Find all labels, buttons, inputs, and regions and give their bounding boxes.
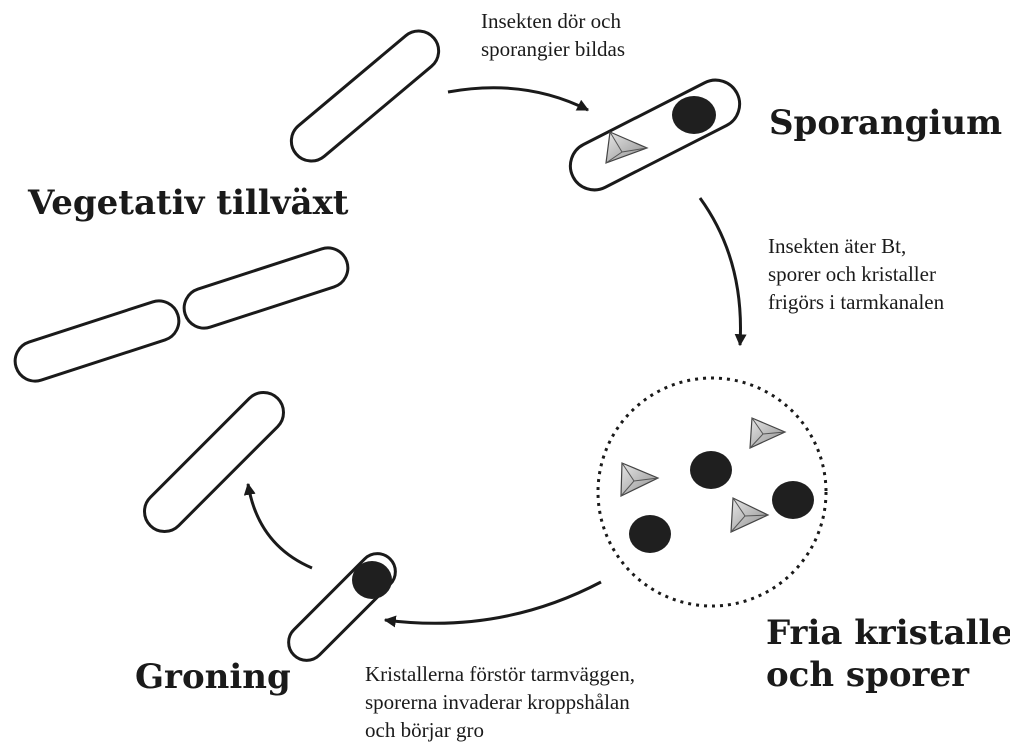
new-vegetative-cell: [136, 384, 292, 540]
transition-label-ingestion: Insekten äter Bt, sporer och kristaller …: [768, 232, 944, 316]
free-spore: [772, 481, 814, 519]
arrow-to-sporangium: [448, 88, 588, 110]
stage-label-vegetative: Vegetativ tillväxt: [28, 186, 348, 220]
gut-free-crystals-spores: [598, 378, 826, 606]
sporangium-crystal: [606, 132, 647, 163]
transition-label-death: Insekten dör och sporangier bildas: [481, 7, 625, 63]
stage-label-free-line1: Fria kristaller: [766, 612, 1010, 654]
transition-death-line2: sporangier bildas: [481, 35, 625, 63]
transition-invasion-line1: Kristallerna förstör tarmväggen,: [365, 660, 635, 688]
transition-ingestion-line1: Insekten äter Bt,: [768, 232, 944, 260]
free-spore: [629, 515, 671, 553]
arrow-to-gut: [700, 198, 741, 345]
stage-label-free-line2: och sporer: [766, 654, 1010, 696]
free-crystal: [621, 463, 658, 496]
free-crystal: [750, 418, 785, 448]
free-crystal: [731, 498, 768, 532]
stage-label-germination: Groning: [135, 660, 291, 694]
transition-death-line1: Insekten dör och: [481, 7, 625, 35]
vegetative-cell-top: [283, 23, 447, 169]
free-spore: [690, 451, 732, 489]
stage-label-sporangium: Sporangium: [769, 106, 1002, 140]
arrow-to-germination: [385, 582, 601, 623]
dividing-cell-left: [10, 296, 184, 387]
transition-invasion-line2: sporerna invaderar kroppshålan: [365, 688, 635, 716]
germinating-cell: [281, 546, 403, 668]
germinating-spore: [352, 561, 392, 599]
arrow-to-vegetative: [248, 484, 312, 568]
transition-invasion-line3: och börjar gro: [365, 716, 635, 744]
sporangium-spore: [672, 96, 716, 134]
stage-label-free-crystals: Fria kristaller och sporer: [766, 612, 1010, 696]
transition-label-invasion: Kristallerna förstör tarmväggen, sporern…: [365, 660, 635, 744]
transition-ingestion-line2: sporer och kristaller: [768, 260, 944, 288]
sporangium-cell: [562, 72, 748, 198]
transition-ingestion-line3: frigörs i tarmkanalen: [768, 288, 944, 316]
dividing-cell-right: [179, 243, 353, 334]
